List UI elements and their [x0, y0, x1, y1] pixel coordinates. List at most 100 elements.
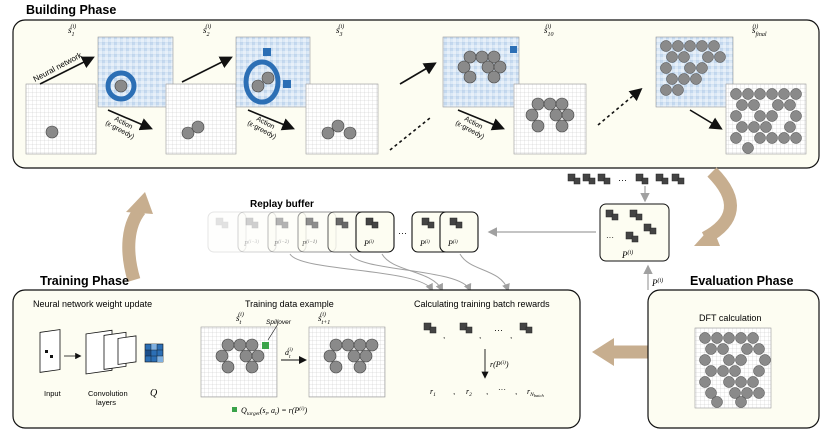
q-ring — [243, 59, 281, 105]
nn-arrow — [39, 56, 95, 85]
cycle-arrow-head — [126, 192, 153, 214]
cnn-diagram: Input Convolution layers Q — [39, 329, 164, 407]
svg-text:P(i−2): P(i−2) — [273, 240, 289, 248]
cycle-arrow-building-to-eval — [701, 167, 737, 244]
pool-label: P(i) — [621, 249, 633, 260]
state-label-3: s3(i) — [336, 23, 344, 38]
reward-ellipsis: ··· — [498, 385, 506, 394]
atom-cluster-10 — [457, 50, 507, 84]
replay-buffer-title: Replay buffer — [250, 199, 314, 210]
state-3: s3(i) — [305, 23, 437, 155]
action-arrow — [107, 109, 153, 131]
grid-state-2 — [165, 83, 237, 155]
comma: , — [479, 331, 481, 340]
svg-text:P(i−3): P(i−3) — [243, 240, 259, 248]
structure-stream: ··· — [567, 173, 685, 185]
svg-text:P(i): P(i) — [419, 239, 430, 248]
buffer-ellipsis: ··· — [398, 228, 407, 238]
action-arrow — [457, 109, 505, 131]
buffer-item-faded — [207, 211, 247, 253]
atom-cluster-s-t — [215, 338, 265, 374]
buffer-item-current: P(i) — [355, 211, 395, 253]
reward-function: r(P(i)) — [490, 359, 509, 369]
evaluation-phase-title: Evaluation Phase — [690, 274, 794, 288]
conv-label-1: Convolution — [88, 389, 128, 398]
svg-text:P(i): P(i) — [447, 239, 458, 248]
action-arrow — [247, 109, 295, 131]
input-layer — [39, 329, 61, 373]
pool-ellipsis: ··· — [606, 233, 614, 242]
atom — [191, 120, 205, 134]
atom-lattice-final-a — [660, 40, 726, 96]
buffer-item-faded: P(i−3) — [237, 211, 277, 253]
s-t-label: st(i) — [236, 311, 244, 326]
grid-s-t — [200, 326, 278, 398]
reward-values: r1 , r2 , ··· , rNbatch — [430, 385, 545, 398]
atom-cluster-10b — [525, 97, 575, 133]
comma: , — [515, 387, 517, 396]
dotted-connector — [389, 117, 431, 151]
reward-r2: r2 — [466, 387, 472, 398]
atom-cluster-s-t1 — [323, 338, 379, 374]
grid-state-3 — [305, 83, 379, 155]
building-phase-title: Building Phase — [26, 3, 116, 17]
atom — [343, 126, 357, 140]
state-final: sfinal(i) — [655, 23, 807, 155]
state-label-10: s10(i) — [544, 23, 554, 38]
comma: , — [510, 331, 512, 340]
state-label-2: s2(i) — [203, 23, 211, 38]
dft-atom-lattice — [699, 332, 771, 408]
nn-arrow — [399, 62, 437, 85]
batch-ellipsis: ··· — [494, 325, 503, 335]
action-arrow — [689, 109, 723, 130]
atom — [181, 126, 195, 140]
svg-text:P(i): P(i) — [363, 239, 374, 248]
q-output-grid — [144, 343, 164, 363]
reward-rN: rNbatch — [527, 387, 545, 398]
atom — [45, 125, 59, 139]
conv-label-2: layers — [96, 398, 116, 407]
q-heatmap-10 — [442, 36, 520, 108]
rewards-title: Calculating training batch rewards — [414, 299, 550, 309]
spillover-label: Spillover — [266, 319, 292, 326]
atom — [251, 79, 265, 93]
stream-ellipsis: ··· — [618, 175, 627, 185]
state-2: s2(i) Action(ε-greedy) — [165, 23, 311, 155]
grid-state-1 — [25, 83, 97, 155]
buffer-item-current: P(i) — [439, 211, 479, 253]
example-title: Training data example — [245, 299, 334, 309]
conv-layer — [117, 335, 137, 365]
weight-update-title: Neural network weight update — [33, 299, 152, 309]
spillover-marker — [262, 342, 269, 349]
spillover-pointer — [267, 323, 279, 341]
buffer-item-faded: P(i−1) — [297, 211, 337, 253]
state-label-1: s1(i) — [68, 23, 76, 38]
svg-text:P(i−1): P(i−1) — [301, 240, 317, 248]
cycle-arrow-head — [694, 226, 720, 246]
q-target-marker — [232, 407, 237, 412]
comma: , — [486, 387, 488, 396]
comma: , — [443, 331, 445, 340]
cycle-arrow-training-to-building — [122, 205, 146, 282]
q-target-equation: Qtarget(st, at) = r(P(i)) — [241, 405, 308, 417]
state-10: s10(i) Action(ε-greedy) — [442, 23, 643, 155]
training-phase-title: Training Phase — [40, 274, 129, 288]
training-phase-panel — [12, 289, 581, 429]
q-label: Q — [150, 388, 158, 399]
atom — [114, 79, 128, 93]
q-heatmap-1 — [97, 36, 174, 108]
grid-state-10 — [513, 83, 587, 155]
cycle-arrow-head — [592, 338, 614, 366]
a-t-label: at(i) — [285, 346, 293, 360]
state-label-final: sfinal(i) — [752, 23, 767, 38]
grid-s-t1 — [308, 326, 386, 398]
q-hotspot — [510, 46, 517, 53]
q-hotspot — [263, 48, 271, 56]
nn-arrow — [181, 56, 233, 83]
atom — [321, 126, 335, 140]
input-label: Input — [44, 389, 62, 398]
pool-structures: ··· — [605, 209, 657, 243]
q-hotspot — [283, 80, 291, 88]
atom-lattice-final-b — [730, 88, 802, 154]
